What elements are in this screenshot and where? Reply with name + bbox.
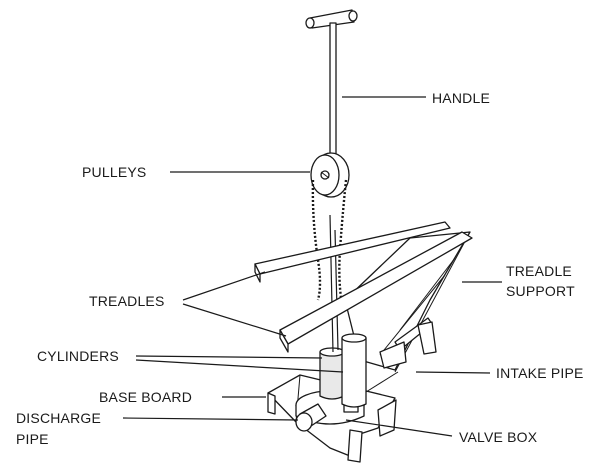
label-treadle-support-line2: SUPPORT bbox=[506, 283, 575, 299]
cylinders bbox=[319, 333, 367, 408]
label-pulleys: PULLEYS bbox=[82, 164, 146, 180]
label-valve-box: VALVE BOX bbox=[459, 429, 538, 445]
label-discharge-pipe-line1: DISCHARGE bbox=[16, 410, 101, 426]
label-base-board: BASE BOARD bbox=[99, 389, 192, 405]
chains bbox=[311, 179, 348, 306]
intake-pipe bbox=[365, 371, 399, 393]
label-handle: HANDLE bbox=[432, 90, 490, 106]
label-treadles: TREADLES bbox=[89, 293, 165, 309]
pulleys bbox=[310, 152, 350, 198]
treadle-support bbox=[344, 231, 471, 373]
label-cylinders: CYLINDERS bbox=[37, 348, 119, 364]
leader-lines bbox=[122, 96, 502, 437]
label-treadle-support-line1: TREADLE bbox=[506, 263, 572, 279]
discharge-pipe bbox=[295, 403, 327, 432]
piston-rod-left bbox=[329, 214, 334, 353]
label-discharge-pipe-line2: PIPE bbox=[16, 431, 49, 447]
treadles bbox=[254, 221, 473, 353]
label-intake-pipe: INTAKE PIPE bbox=[496, 365, 584, 381]
